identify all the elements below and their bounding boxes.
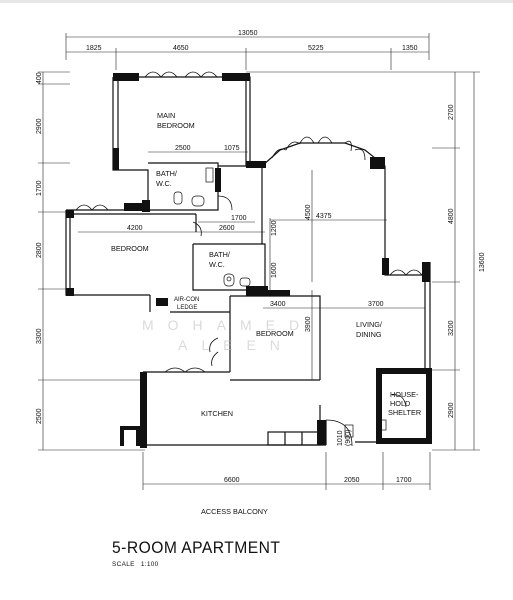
dim-top-3: 5225 <box>308 45 324 52</box>
dim-top-1: 1825 <box>86 45 102 52</box>
dim-corridor-width: 2600 <box>219 225 235 232</box>
dim-right-4: 2900 <box>448 402 455 418</box>
room-access-balcony: ACCESS BALCONY <box>201 507 268 516</box>
watermark: MOHAMED ALEEN <box>142 317 313 353</box>
room-shelter-line2: HOLD <box>390 399 410 408</box>
room-main-bedroom-line2: BEDROOM <box>157 121 195 130</box>
top-edge-strip <box>0 0 513 3</box>
dim-top-4: 1350 <box>402 45 418 52</box>
room-shelter-line3: SHELTER <box>388 408 421 417</box>
dim-bath1-side: 1075 <box>224 145 240 152</box>
room-shelter-line1: HOUSE- <box>390 390 419 399</box>
walls <box>65 76 431 446</box>
dim-entrance-door: 1010 <box>337 430 344 446</box>
dim-living-lower: 3700 <box>368 301 384 308</box>
plan-title: 5-ROOM APARTMENT <box>112 538 281 557</box>
dim-right-3: 3200 <box>448 320 455 336</box>
dim-bedroom-width: 4200 <box>127 225 143 232</box>
dim-left-3: 1700 <box>36 180 43 196</box>
room-aircon-line1: AIR-CON <box>174 297 199 303</box>
dim-bedroom-mid-depth: 3900 <box>305 316 312 332</box>
dim-left-5: 3300 <box>36 328 43 344</box>
room-aircon-line2: LEDGE <box>177 305 197 311</box>
room-labels: MAIN BEDROOM BATH/ W.C. BEDROOM BATH/ W.… <box>111 111 421 516</box>
dim-living-depth: 4500 <box>305 204 312 220</box>
scale-value: 1:100 <box>140 561 159 568</box>
room-bedroom-left: BEDROOM <box>111 244 149 253</box>
room-living-line2: DINING <box>356 330 382 339</box>
dim-bath1-width: 2500 <box>175 145 191 152</box>
dim-entrance-door-2: (900) <box>345 430 352 446</box>
room-kitchen: KITCHEN <box>201 409 233 418</box>
room-bath1-line1: BATH/ <box>156 169 178 178</box>
scale-note: SCALE 1:100 <box>112 561 159 568</box>
dimension-labels: 13050 1825 4650 5225 1350 400 2900 1700 … <box>36 30 486 484</box>
dimension-lines <box>38 33 480 490</box>
room-main-bedroom-line1: MAIN <box>157 111 175 120</box>
dim-bath2-depth: 1600 <box>271 262 278 278</box>
scale-label: SCALE <box>112 561 135 568</box>
dim-bath2-height: 1200 <box>271 220 278 236</box>
dim-corridor-depth: 1700 <box>231 215 247 222</box>
windows-and-doors <box>65 71 423 447</box>
dim-bottom-3: 1700 <box>396 477 412 484</box>
dim-left-6: 2500 <box>36 408 43 424</box>
room-bath1-line2: W.C. <box>156 179 172 188</box>
dim-right-2: 4800 <box>448 208 455 224</box>
room-bath2-line2: W.C. <box>209 260 225 269</box>
room-living-line1: LIVING/ <box>356 320 383 329</box>
dim-overall-width: 13050 <box>238 30 258 37</box>
dim-bedroom-mid-width: 3400 <box>270 301 286 308</box>
dim-left-4: 2800 <box>36 242 43 258</box>
room-bath2-line1: BATH/ <box>209 250 231 259</box>
dim-top-2: 4650 <box>173 45 189 52</box>
dim-bottom-1: 6600 <box>224 477 240 484</box>
dim-overall-height: 13600 <box>479 252 486 272</box>
watermark-line1: MOHAMED <box>142 317 313 333</box>
room-bedroom-mid: BEDROOM <box>256 329 294 338</box>
watermark-line2: ALEEN <box>178 337 294 353</box>
dim-left-1: 400 <box>36 72 43 84</box>
dim-right-1: 2700 <box>448 104 455 120</box>
dim-living-width: 4375 <box>316 213 332 220</box>
fixtures <box>173 167 387 438</box>
dim-left-2: 2900 <box>36 118 43 134</box>
structural-walls <box>66 73 432 448</box>
dim-bottom-2: 2050 <box>344 477 360 484</box>
